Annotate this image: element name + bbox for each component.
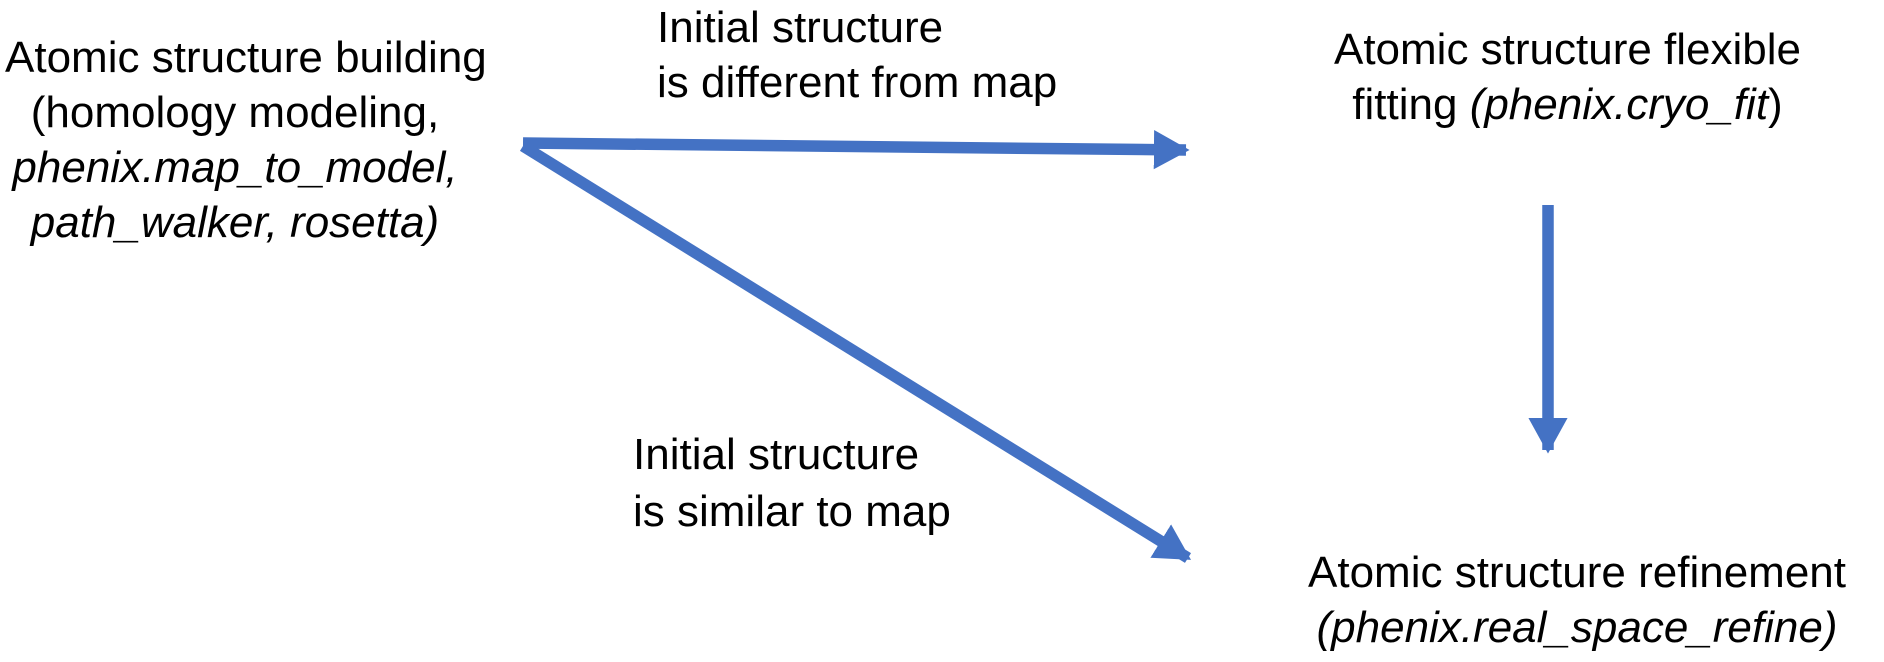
edge-label-similar-line2: is similar to map [633, 487, 951, 536]
node-structure-building-line1: Atomic structure building [5, 33, 487, 82]
edge-label-similar-to-map: Initial structure is similar to map [633, 426, 951, 540]
node-structure-refinement: Atomic structure refinement (phenix.real… [1270, 545, 1884, 655]
node-flexible-fitting-line2-italic: (phenix.cryo_fit [1469, 80, 1769, 129]
node-structure-refinement-line2-italic: phenix.real_space_refine [1331, 603, 1823, 652]
node-flexible-fitting-line2-suffix: ) [1768, 80, 1783, 129]
arrow-building-to-flexible-fitting [522, 130, 1190, 170]
node-flexible-fitting: Atomic structure flexible fitting (pheni… [1280, 22, 1855, 132]
edge-label-different-from-map: Initial structure is different from map [657, 0, 1057, 110]
node-flexible-fitting-line2-prefix: fitting [1352, 80, 1470, 129]
edge-label-different-line2: is different from map [657, 58, 1058, 107]
node-structure-refinement-line1: Atomic structure refinement [1308, 548, 1846, 597]
node-flexible-fitting-line2: fitting (phenix.cryo_fit) [1280, 77, 1855, 132]
node-flexible-fitting-line1: Atomic structure flexible [1333, 25, 1802, 74]
node-structure-building-line4: path_walker, rosetta) [30, 198, 440, 247]
node-structure-building-line2: (homology modeling, [30, 88, 440, 137]
edge-label-similar-line1: Initial structure [633, 430, 920, 479]
arrow-building-to-refinement [519, 141, 1192, 563]
node-structure-refinement-line2: (phenix.real_space_refine) [1270, 600, 1884, 655]
node-structure-building: Atomic structure building (homology mode… [5, 30, 487, 250]
node-structure-refinement-line2-suffix: ) [1822, 603, 1838, 652]
node-structure-building-line3: phenix.map_to_model, [12, 143, 458, 192]
edge-label-different-line1: Initial structure [657, 3, 944, 52]
node-structure-refinement-line2-prefix: ( [1316, 603, 1332, 652]
